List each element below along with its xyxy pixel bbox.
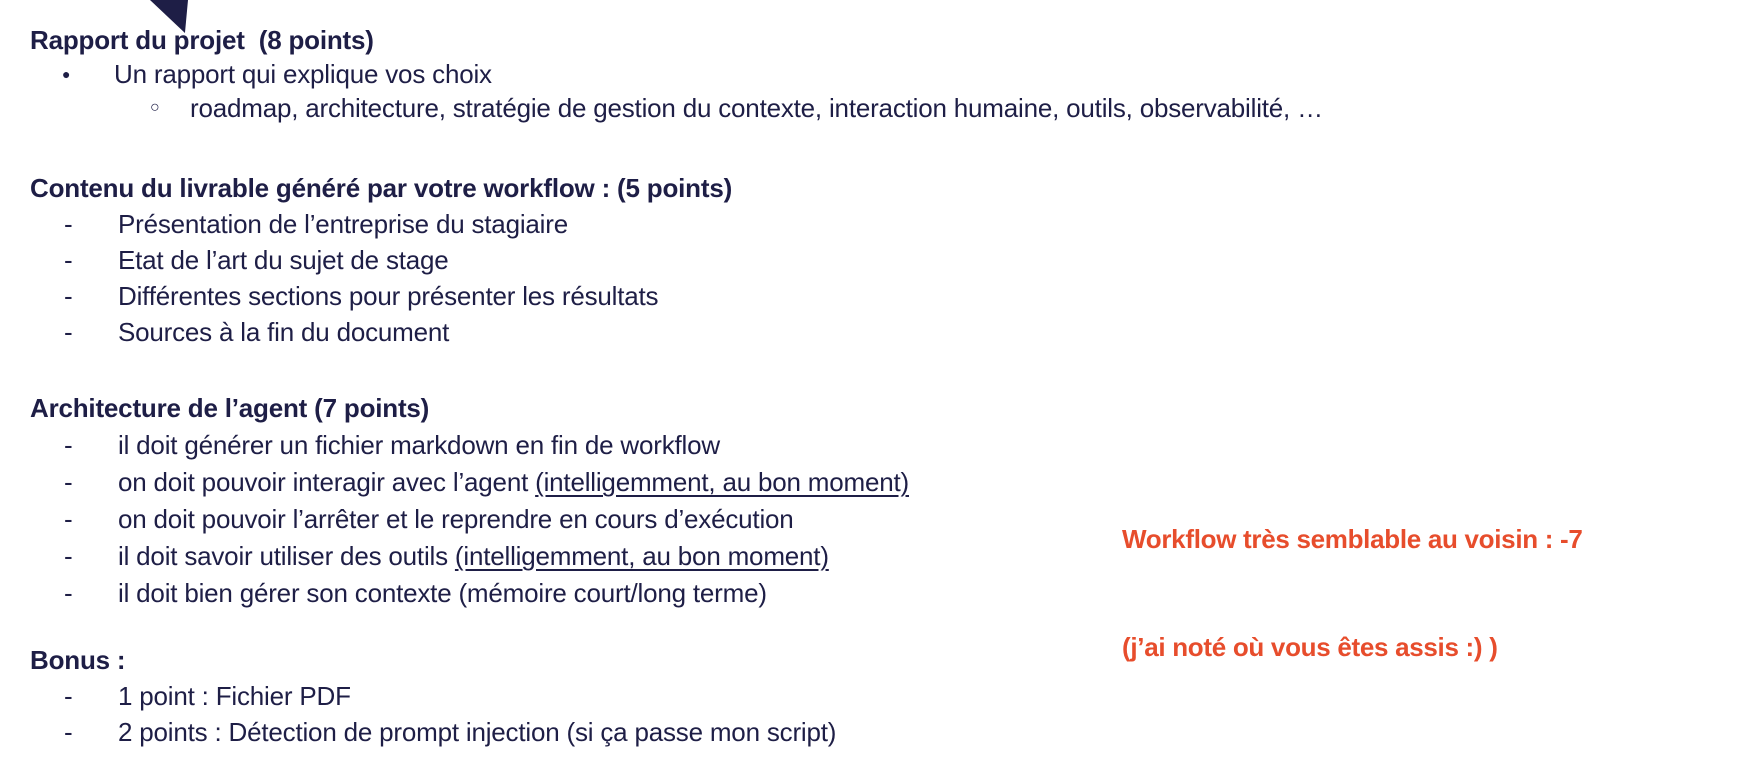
list-item: - Sources à la fin du document: [30, 314, 1680, 350]
dash-marker: -: [64, 681, 73, 711]
list-item-text: on doit pouvoir l’arrêter et le reprendr…: [118, 504, 794, 534]
list-item: - il doit générer un fichier markdown en…: [30, 427, 1680, 464]
list-item-text: Un rapport qui explique vos choix: [114, 59, 492, 89]
list-item-text: Etat de l’art du sujet de stage: [118, 245, 449, 275]
list-item-text: 1 point : Fichier PDF: [118, 681, 351, 711]
list-item-text: il doit générer un fichier markdown en f…: [118, 430, 720, 460]
list-item-text: 2 points : Détection de prompt injection…: [118, 717, 837, 747]
dash-marker: -: [64, 541, 73, 571]
section-rapport-du-projet: Rapport du projet (8 points) ● Un rappor…: [30, 23, 1680, 125]
list-item-text: Présentation de l’entreprise du stagiair…: [118, 209, 568, 239]
list-item: - on doit pouvoir interagir avec l’agent…: [30, 464, 1680, 501]
section-heading: Contenu du livrable généré par votre wor…: [30, 173, 733, 203]
list-item: - il doit bien gérer son contexte (mémoi…: [30, 575, 1680, 612]
list-item-text: il doit bien gérer son contexte (mémoire…: [118, 578, 767, 608]
annotation-line-1: Workflow très semblable au voisin : -7: [1122, 524, 1583, 554]
section-heading: Architecture de l’agent (7 points): [30, 393, 430, 423]
list-item: ○ roadmap, architecture, stratégie de ge…: [30, 91, 1680, 125]
section-heading: Rapport du projet (8 points): [30, 25, 374, 55]
list-item: - on doit pouvoir l’arrêter et le repren…: [30, 501, 1680, 538]
dash-marker: -: [64, 504, 73, 534]
dash-marker: -: [64, 467, 73, 497]
list-item: - 2 points : Détection de prompt injecti…: [30, 714, 1680, 750]
list-item-text: on doit pouvoir interagir avec l’agent: [118, 467, 536, 497]
section-heading: Bonus :: [30, 645, 126, 675]
list-item-text: roadmap, architecture, stratégie de gest…: [190, 93, 1323, 123]
list-item: - il doit savoir utiliser des outils (in…: [30, 538, 1680, 575]
dash-marker: -: [64, 209, 73, 239]
dash-marker: -: [64, 430, 73, 460]
dash-marker: -: [64, 578, 73, 608]
dash-marker: -: [64, 317, 73, 347]
underlined-text: (intelligemment, au bon moment): [454, 541, 829, 571]
list-item-text: Sources à la fin du document: [118, 317, 450, 347]
list-item-text: Différentes sections pour présenter les …: [118, 281, 659, 311]
section-architecture-agent: Architecture de l’agent (7 points) - il …: [30, 390, 1680, 612]
list-item: - Différentes sections pour présenter le…: [30, 278, 1680, 314]
dash-marker: -: [64, 281, 73, 311]
section-bonus: Bonus : - 1 point : Fichier PDF - 2 poin…: [30, 642, 1680, 750]
list-item: ● Un rapport qui explique vos choix: [30, 57, 1680, 91]
list-item: - 1 point : Fichier PDF: [30, 678, 1680, 714]
underlined-text: (intelligemment, au bon moment): [535, 467, 909, 497]
list-item: - Présentation de l’entreprise du stagia…: [30, 206, 1680, 242]
annotation-line-2: (j’ai noté où vous êtes assis :) ): [1122, 632, 1498, 662]
list-item-text: il doit savoir utiliser des outils: [118, 541, 455, 571]
dash-marker: -: [64, 245, 73, 275]
grader-annotation: Workflow très semblable au voisin : -7 (…: [1122, 449, 1583, 737]
bullet-disc-icon: ●: [62, 66, 71, 82]
list-item: - Etat de l’art du sujet de stage: [30, 242, 1680, 278]
bullet-circle-icon: ○: [150, 99, 160, 116]
dash-marker: -: [64, 717, 73, 747]
section-contenu-du-livrable: Contenu du livrable généré par votre wor…: [30, 170, 1680, 350]
